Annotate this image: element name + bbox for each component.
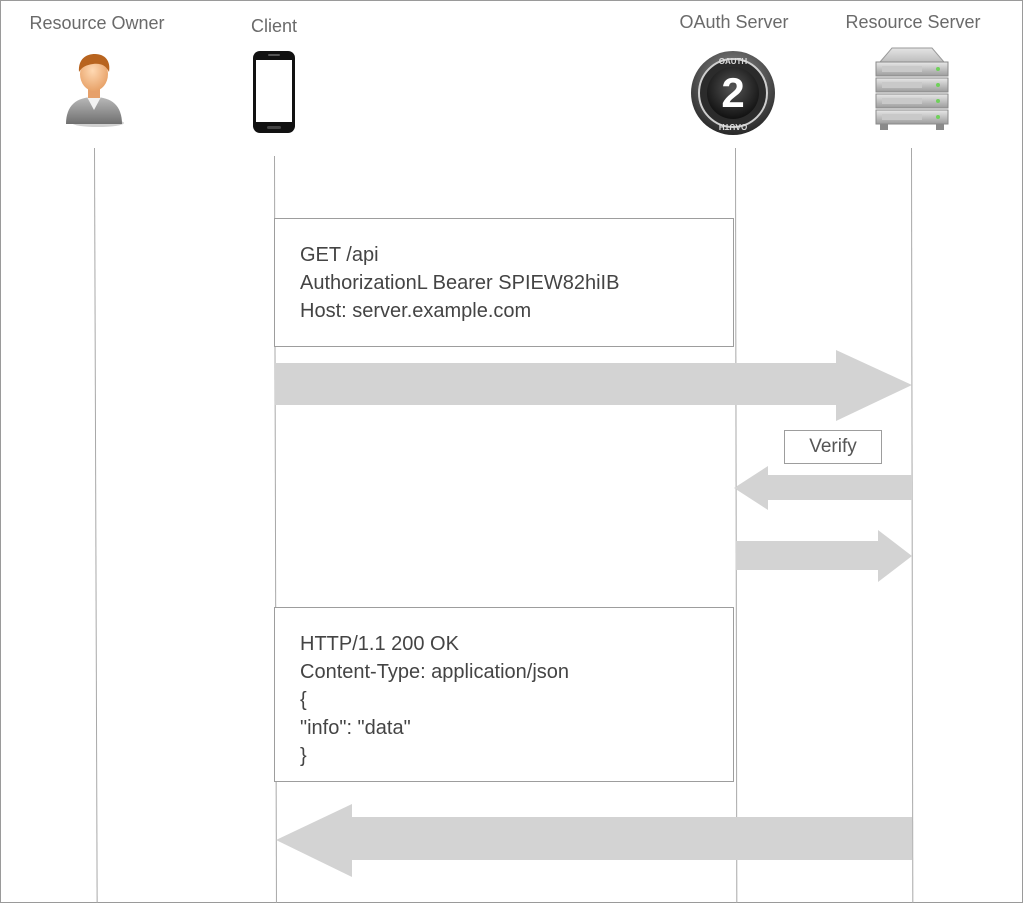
response-line: } xyxy=(300,745,307,767)
oauth-logo-number: 2 xyxy=(721,69,744,116)
arrow-resource-server-to-oauth-server xyxy=(734,466,912,510)
arrow-request-client-to-resource-server xyxy=(275,350,912,421)
actor-label-resource-owner: Resource Owner xyxy=(29,13,165,33)
arrow-oauth-server-to-resource-server xyxy=(736,530,912,582)
verify-box: Verify xyxy=(784,430,882,464)
arrow-response-resource-server-to-client xyxy=(276,804,912,877)
request-line: GET /api xyxy=(300,244,379,266)
request-line: AuthorizationL Bearer SPIEW82hiIB xyxy=(300,272,620,294)
person-icon xyxy=(66,54,124,127)
oauth2-logo: OAUTH OAUTH 2 xyxy=(691,51,775,135)
request-line: Host: server.example.com xyxy=(300,300,532,322)
actor-label-resource-server: Resource Server xyxy=(845,12,981,32)
response-line: HTTP/1.1 200 OK xyxy=(300,633,459,655)
actor-label-client: Client xyxy=(250,16,298,36)
response-line: "info": "data" xyxy=(300,717,411,739)
server-rack-icon xyxy=(875,47,949,130)
request-message-box: GET /api AuthorizationL Bearer SPIEW82hi… xyxy=(274,218,734,347)
oauth-logo-text-bottom: OAUTH xyxy=(719,122,748,131)
response-message-box: HTTP/1.1 200 OK Content-Type: applicatio… xyxy=(274,607,734,782)
oauth-logo-text-top: OAUTH xyxy=(719,57,748,66)
response-line: Content-Type: application/json xyxy=(300,661,570,683)
smartphone-icon xyxy=(253,51,295,133)
actor-label-oauth-server: OAuth Server xyxy=(679,12,789,32)
response-line: { xyxy=(300,689,307,711)
